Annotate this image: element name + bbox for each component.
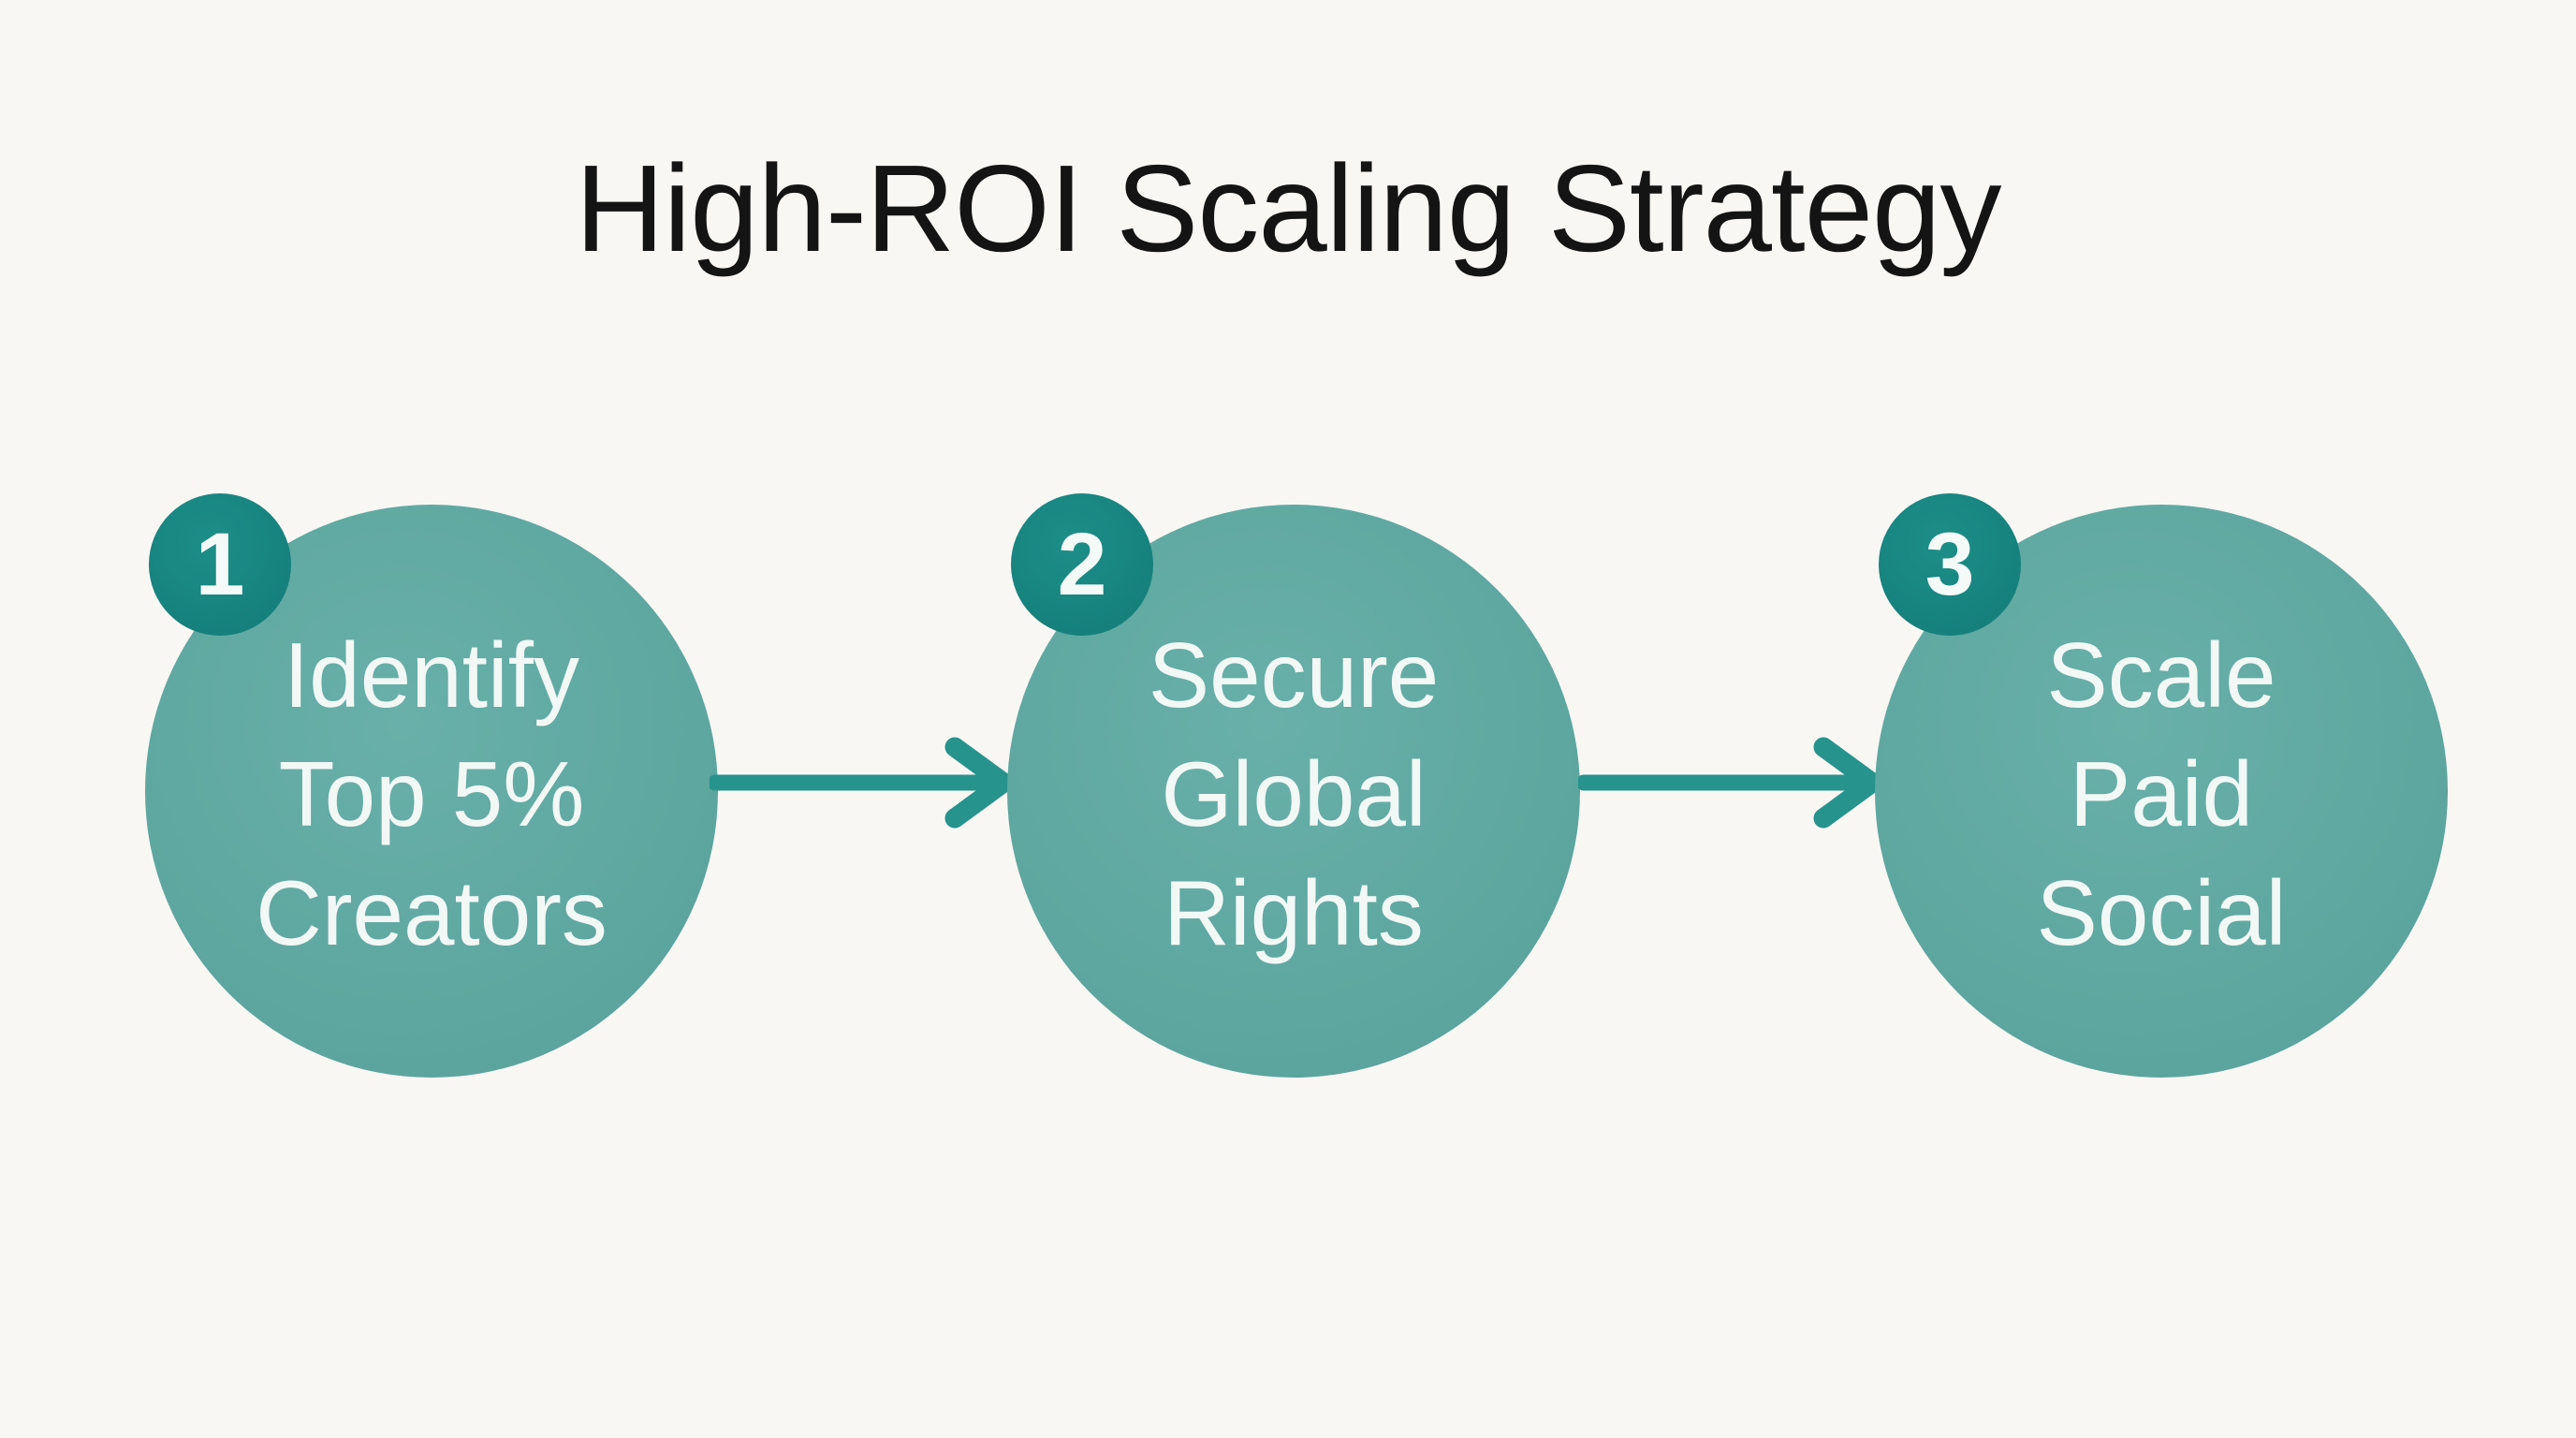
step-label-line: Creators (256, 860, 607, 964)
step-label-line: Paid (2069, 741, 2254, 845)
arrow-right-icon-1 (710, 737, 1014, 829)
step-label-line: Rights (1164, 860, 1424, 964)
step-label-2: Secure Global Rights (1149, 616, 1440, 973)
step-number: 2 (1057, 514, 1107, 614)
step-circle-2: 2 Secure Global Rights (1007, 493, 1580, 1078)
step-number: 3 (1925, 514, 1975, 614)
step-number: 1 (195, 514, 245, 614)
step-label-line: Identify (284, 623, 579, 726)
page-title: High-ROI Scaling Strategy (575, 139, 2002, 277)
step-label-line: Global (1161, 741, 1427, 845)
step-label-line: Scale (2046, 623, 2276, 726)
step-circle-1: 1 Identify Top 5% Creators (145, 493, 718, 1078)
step-label-1: Identify Top 5% Creators (256, 616, 607, 973)
step-circle-3: 3 Scale Paid Social (1875, 493, 2448, 1078)
step-label-line: Social (2036, 860, 2287, 964)
step-number-badge-2: 2 (1011, 493, 1153, 636)
step-label-line: Secure (1148, 623, 1440, 726)
step-label-line: Top 5% (278, 741, 585, 845)
step-number-badge-3: 3 (1879, 493, 2021, 636)
arrow-right-icon-2 (1578, 737, 1882, 829)
step-label-3: Scale Paid Social (2037, 616, 2287, 973)
step-number-badge-1: 1 (149, 493, 291, 636)
